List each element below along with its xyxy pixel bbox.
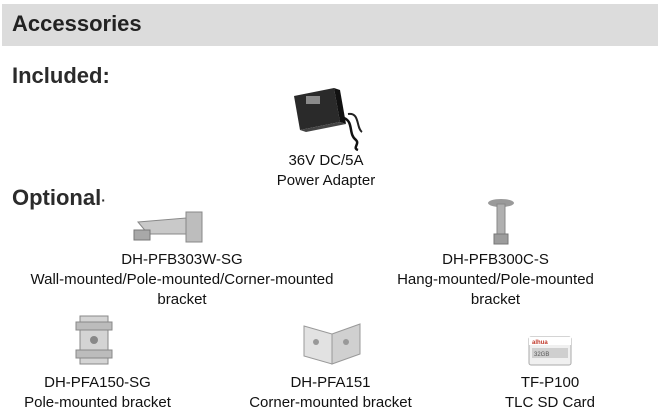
included-heading: Included:: [12, 63, 110, 88]
wall-mount-desc2: bracket: [157, 291, 207, 308]
pole-mount-desc: Pole-mounted bracket: [24, 394, 171, 411]
optional-heading-mark: ·: [101, 192, 106, 208]
optional-item-corner-mount: DH-PFA151 Corner-mounted bracket: [238, 373, 423, 413]
pole-mount-bracket-icon: [75, 315, 113, 365]
power-adapter-rating: 36V DC/5A: [288, 152, 364, 169]
pendant-mount-model: DH-PFB300C-S: [442, 251, 549, 268]
corner-mount-desc: Corner-mounted bracket: [249, 394, 412, 411]
optional-item-pole-mount: DH-PFA150-SG Pole-mounted bracket: [10, 373, 185, 413]
wall-mount-desc: Wall-mounted/Pole-mounted/Corner-mounted: [30, 271, 334, 288]
corner-mount-model: DH-PFA151: [290, 374, 371, 391]
optional-item-wall-mount: DH-PFB303W-SG Wall-mounted/Pole-mounted/…: [12, 250, 352, 310]
optional-heading: Optional·: [12, 185, 106, 211]
pole-mount-model: DH-PFA150-SG: [44, 374, 151, 391]
pendant-mount-desc2: bracket: [470, 291, 521, 308]
sd-card-model: TF-P100: [520, 374, 580, 391]
included-item-power-adapter: 36V DC/5A Power Adapter: [236, 151, 416, 191]
power-adapter-label: Power Adapter: [276, 172, 376, 189]
sd-card-brand: alhua: [532, 340, 548, 346]
pendant-mount-bracket-icon: [488, 199, 514, 245]
sd-card-icon: alhua 32GB: [528, 336, 572, 366]
wall-mount-model: DH-PFB303W-SG: [121, 251, 243, 268]
page-title: Accessories: [12, 11, 142, 36]
sd-card-capacity: 32GB: [534, 352, 549, 358]
section-header: Accessories: [2, 4, 658, 46]
optional-item-pendant-mount: DH-PFB300C-S Hang-mounted/Pole-mounted b…: [388, 250, 603, 310]
pendant-mount-desc: Hang-mounted/Pole-mounted: [397, 271, 594, 288]
sd-card-desc: TLC SD Card: [504, 394, 596, 411]
corner-mount-bracket-icon: [303, 323, 361, 365]
power-adapter-icon: [294, 88, 363, 152]
optional-heading-text: Optional: [12, 185, 102, 210]
wall-mount-bracket-icon: [133, 211, 203, 243]
optional-item-sd-card: TF-P100 TLC SD Card: [480, 373, 620, 413]
